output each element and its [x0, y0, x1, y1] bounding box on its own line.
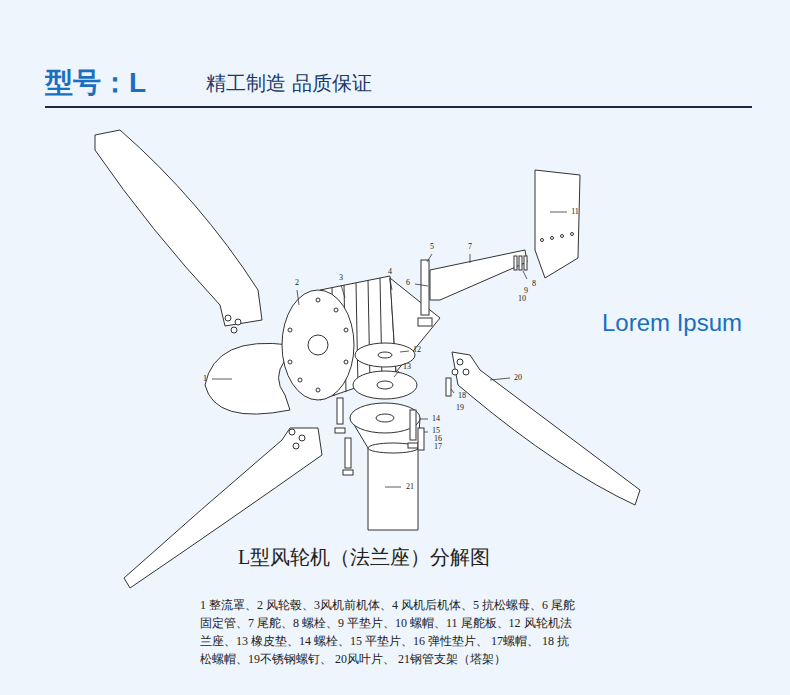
callout-number: 12 [413, 346, 421, 355]
rubber-pad [353, 371, 417, 399]
pad-hole [377, 381, 393, 389]
hub-plate [282, 290, 354, 400]
callout-number: 1 [203, 375, 207, 384]
bolt [421, 260, 429, 315]
callout-number: 6 [406, 279, 410, 288]
callout-number: 19 [456, 404, 464, 413]
callout-number: 2 [295, 279, 299, 288]
callout-number: 10 [518, 295, 526, 304]
blade [452, 352, 640, 505]
callout-number: 20 [514, 374, 522, 383]
callout-number: 17 [434, 443, 442, 452]
leader-lines [212, 212, 567, 487]
nut [418, 318, 432, 326]
hub-center [308, 335, 328, 355]
vane-holes [541, 233, 574, 242]
callout-number: 7 [468, 243, 472, 252]
model-title: 型号：L [45, 64, 146, 102]
tube-top [368, 443, 418, 453]
nose-cone [205, 343, 290, 414]
callout-number: 5 [430, 243, 434, 252]
blade [95, 130, 262, 326]
placeholder-text: Lorem Ipsum [602, 310, 742, 336]
callout-number: 11 [571, 208, 579, 217]
hub-holes [288, 298, 348, 392]
header-rule [45, 106, 752, 108]
tail-bolts [514, 256, 527, 270]
flange-hole [378, 352, 392, 358]
seat-hole [376, 414, 394, 422]
exploded-view [95, 130, 640, 588]
callout-number: 18 [458, 392, 466, 401]
parts-list: 1 整流罩、2 风轮毂、3风机前机体、4 风机后机体、5 抗松螺母、6 尾舵固定… [200, 596, 580, 668]
flange-bolts [335, 398, 424, 475]
tail-tube [430, 250, 527, 300]
callout-number: 13 [403, 363, 411, 372]
callout-number: 14 [432, 415, 440, 424]
callout-number: 4 [388, 268, 392, 277]
tail-vane [535, 170, 580, 278]
tagline: 精工制造 品质保证 [206, 72, 372, 94]
callout-number: 8 [532, 280, 536, 289]
diagram-caption: L型风轮机（法兰座）分解图 [238, 544, 490, 571]
callout-number: 3 [339, 274, 343, 283]
callout-number: 21 [406, 483, 414, 492]
